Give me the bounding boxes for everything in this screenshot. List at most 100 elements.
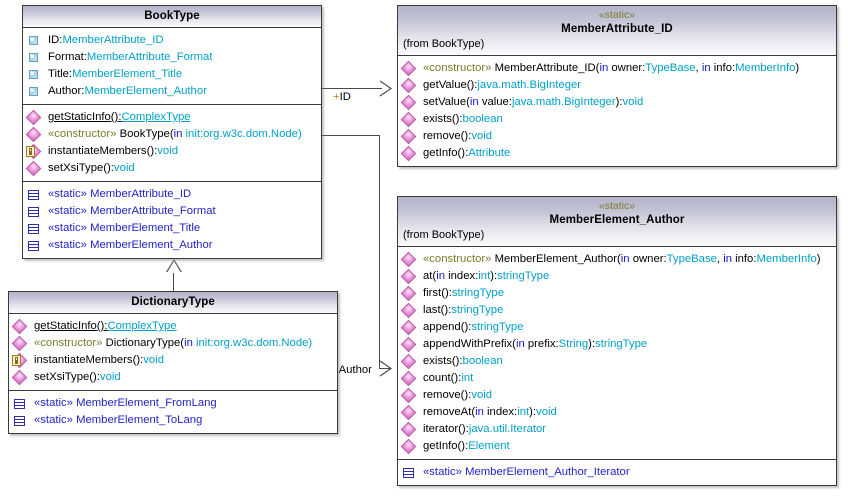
operation-row-label: instantiateMembers():void	[48, 145, 178, 157]
operation-icon	[25, 109, 48, 126]
operation-icon	[400, 128, 423, 145]
operation-row[interactable]: getStaticInfo():ComplexType	[25, 109, 318, 126]
operation-icon	[400, 302, 423, 319]
arrow-open-icon	[379, 360, 393, 377]
class-header: DictionaryType	[9, 292, 337, 314]
operations-section: «constructor» MemberAttribute_ID(in owne…	[398, 56, 836, 166]
class-stereotype: «static»	[598, 9, 636, 21]
class-box-booktype[interactable]: BookType ID:MemberAttribute_ID Format:Mem…	[22, 5, 322, 259]
operation-row-label: «constructor» MemberAttribute_ID(in owne…	[423, 62, 800, 74]
operation-row-label: remove():void	[423, 130, 493, 142]
attribute-row[interactable]: ID:MemberAttribute_ID	[26, 32, 318, 49]
operation-row[interactable]: setXsiType():void	[11, 369, 334, 386]
nested-class-row-label: «static» MemberAttribute_ID	[48, 188, 192, 200]
class-title: MemberAttribute_ID	[561, 23, 673, 35]
operation-row[interactable]: iterator():java.util.Iterator	[400, 421, 833, 438]
nested-class-row[interactable]: «static» MemberAttribute_Format	[26, 203, 318, 220]
operation-icon	[400, 438, 423, 455]
operation-row[interactable]: removeAt(in index:int):void	[400, 404, 833, 421]
operation-row[interactable]: last():stringType	[400, 302, 833, 319]
operation-row[interactable]: getStaticInfo():ComplexType	[11, 318, 334, 335]
class-box-memberattribute-id[interactable]: «static» MemberAttribute_ID (from BookTy…	[397, 5, 837, 167]
operation-row[interactable]: remove():void	[400, 387, 833, 404]
connector-line	[322, 88, 382, 89]
operation-row[interactable]: «constructor» MemberElement_Author(in ow…	[400, 251, 833, 268]
nested-class-icon	[26, 237, 48, 254]
operation-row[interactable]: first():stringType	[400, 285, 833, 302]
operation-icon	[400, 285, 423, 302]
attribute-row[interactable]: Format:MemberAttribute_Format	[26, 49, 318, 66]
operation-icon	[400, 336, 423, 353]
operation-row-label: setXsiType():void	[48, 162, 135, 174]
operations-section: getStaticInfo():ComplexType«constructor»…	[23, 104, 321, 181]
attribute-row-label: Author:MemberElement_Author	[48, 85, 207, 97]
class-box-dictionarytype[interactable]: DictionaryType getStaticInfo():ComplexTy…	[8, 291, 338, 434]
operation-row[interactable]: getInfo():Element	[400, 438, 833, 455]
class-stereotype: «static»	[598, 200, 636, 212]
nested-class-row[interactable]: «static» MemberElement_Author_Iterator	[401, 464, 833, 481]
operation-row[interactable]: setXsiType():void	[25, 160, 318, 177]
connector-line	[379, 135, 380, 368]
nested-class-row-label: «static» MemberElement_ToLang	[34, 414, 203, 426]
nested-class-row[interactable]: «static» MemberElement_Author	[26, 237, 318, 254]
connector-line	[322, 135, 380, 136]
nested-class-row[interactable]: «static» MemberElement_FromLang	[12, 395, 334, 412]
operation-row-label: setXsiType():void	[34, 371, 121, 383]
attribute-row[interactable]: Author:MemberElement_Author	[26, 83, 318, 100]
nested-classes-section: «static» MemberElement_FromLang «static» …	[9, 390, 337, 433]
operation-row-label: appendWithPrefix(in prefix:String):strin…	[423, 338, 648, 350]
operation-row[interactable]: getValue():java.math.BigInteger	[400, 77, 833, 94]
nested-classes-section: «static» MemberElement_Author_Iterator	[398, 459, 836, 485]
operation-icon	[400, 145, 423, 162]
nested-class-icon	[26, 203, 48, 220]
nested-class-row[interactable]: «static» MemberElement_ToLang	[12, 412, 334, 429]
operation-row-label: «constructor» DictionaryType(in init:org…	[34, 337, 313, 349]
operation-row[interactable]: getInfo():Attribute	[400, 145, 833, 162]
operation-row-label: exists():boolean	[423, 113, 503, 125]
attribute-row-label: Format:MemberAttribute_Format	[48, 51, 213, 63]
operation-row[interactable]: instantiateMembers():void	[11, 352, 334, 369]
operation-row[interactable]: «constructor» MemberAttribute_ID(in owne…	[400, 60, 833, 77]
operation-row[interactable]: count():int	[400, 370, 833, 387]
operation-row[interactable]: exists():boolean	[400, 111, 833, 128]
class-box-memberelement-author[interactable]: «static» MemberElement_Author (from Book…	[397, 196, 837, 486]
operation-icon	[400, 77, 423, 94]
attribute-row-label: ID:MemberAttribute_ID	[48, 34, 164, 46]
class-header: «static» MemberElement_Author (from Book…	[398, 197, 836, 247]
nested-class-icon	[401, 464, 423, 481]
operation-row[interactable]: append():stringType	[400, 319, 833, 336]
attribute-row[interactable]: Title:MemberElement_Title	[26, 66, 318, 83]
inheritance-triangle-icon	[167, 261, 181, 273]
operation-row[interactable]: instantiateMembers():void	[25, 143, 318, 160]
nested-class-row-label: «static» MemberElement_Title	[48, 222, 201, 234]
connector-line	[173, 272, 174, 292]
operation-protected-icon	[25, 143, 48, 160]
operation-row-label: last():stringType	[423, 304, 504, 316]
operation-row-label: getInfo():Attribute	[423, 147, 511, 159]
class-title: MemberElement_Author	[549, 214, 685, 226]
operation-icon	[400, 353, 423, 370]
nested-class-row-label: «static» MemberElement_Author	[48, 239, 213, 251]
nested-class-icon	[12, 395, 34, 412]
class-namespace: (from BookType)	[403, 38, 485, 50]
connector-label-id: +ID	[333, 91, 351, 103]
attribute-icon	[26, 83, 48, 100]
attributes-section: ID:MemberAttribute_ID Format:MemberAttrib…	[23, 28, 321, 104]
operation-icon	[400, 251, 423, 268]
operation-icon	[11, 318, 34, 335]
operation-row-label: setValue(in value:java.math.BigInteger):…	[423, 96, 644, 108]
operation-row-label: remove():void	[423, 389, 493, 401]
operation-row[interactable]: at(in index:int):stringType	[400, 268, 833, 285]
nested-class-row[interactable]: «static» MemberAttribute_ID	[26, 186, 318, 203]
plus-sign: +	[333, 91, 340, 103]
nested-class-row[interactable]: «static» MemberElement_Title	[26, 220, 318, 237]
operation-icon	[400, 319, 423, 336]
operation-row[interactable]: setValue(in value:java.math.BigInteger):…	[400, 94, 833, 111]
operation-row[interactable]: «constructor» BookType(in init:org.w3c.d…	[25, 126, 318, 143]
operation-row[interactable]: exists():boolean	[400, 353, 833, 370]
operation-row[interactable]: «constructor» DictionaryType(in init:org…	[11, 335, 334, 352]
attribute-icon	[26, 66, 48, 83]
class-title: BookType	[144, 10, 200, 22]
operation-row[interactable]: remove():void	[400, 128, 833, 145]
operation-row[interactable]: appendWithPrefix(in prefix:String):strin…	[400, 336, 833, 353]
